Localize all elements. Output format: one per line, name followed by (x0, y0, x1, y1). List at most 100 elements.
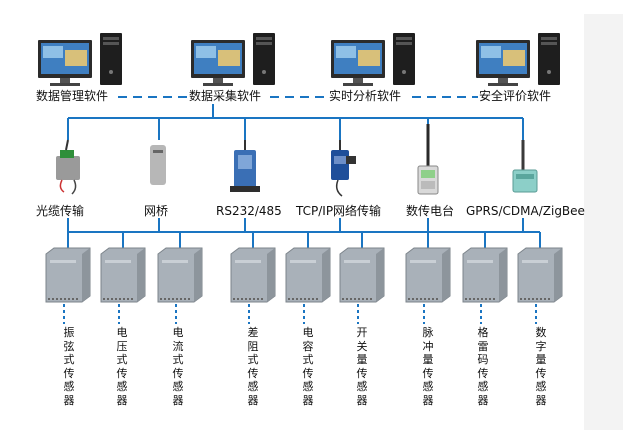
computer-icon-3 (331, 33, 415, 86)
cabinet-label-plate (50, 260, 76, 263)
monitor-stand (213, 78, 223, 83)
device-label-optical-cable: 光缆传输 (36, 204, 85, 218)
cabinet-side (267, 248, 275, 302)
device-label-rs232-485: RS232/485 (216, 204, 282, 218)
device-panel (238, 155, 252, 169)
sensor-cabinet-icon-3 (157, 247, 203, 324)
device-slot (153, 150, 163, 153)
screen-window (218, 50, 240, 66)
page-margin (584, 14, 623, 430)
software-label-data-acquisition: 数据采集软件 (189, 89, 262, 103)
software-label-safety-evaluation: 安全评价软件 (479, 89, 552, 103)
tower-button (547, 70, 551, 74)
tower-drive (256, 37, 272, 40)
cabinet-label-plate (410, 260, 436, 263)
device-body (512, 169, 538, 193)
sensor-cabinet-icon-7 (405, 247, 451, 324)
radio-display (421, 170, 435, 178)
tower-button (109, 70, 113, 74)
device-port (346, 156, 356, 164)
sensor-cabinet-icon-4 (230, 247, 276, 324)
device-panel (334, 156, 346, 164)
tower-button (402, 70, 406, 74)
data-radio-device-icon (417, 124, 439, 195)
cabinet-label-plate (522, 260, 548, 263)
monitor-base (488, 83, 518, 86)
monitor-stand (353, 78, 363, 83)
sensor-label-vibrating-wire: 振 弦 式 传 感 器 (63, 326, 75, 407)
device-wire (335, 179, 343, 197)
device-label-bridge: 网桥 (144, 204, 169, 218)
device-body (150, 145, 166, 185)
cabinet-label-plate (162, 260, 188, 263)
screen-window (503, 50, 525, 66)
cabinet-side (442, 248, 450, 302)
monitor-base (203, 83, 233, 86)
cabinet-label-plate (344, 260, 370, 263)
sensor-label-digital: 数 字 量 传 感 器 (535, 326, 547, 407)
sensor-label-capacitive: 电 容 式 传 感 器 (302, 326, 314, 407)
screen-window (196, 46, 216, 58)
computer-icon-2 (191, 33, 275, 86)
cabinet-label-plate (235, 260, 261, 263)
gprs-cdma-zigbee-device-icon (512, 140, 538, 193)
device-label-data-radio: 数传电台 (406, 204, 455, 218)
device-cable (65, 139, 69, 151)
device-body (331, 150, 349, 180)
tower-drive (103, 37, 119, 40)
computer-icon-4 (476, 33, 560, 86)
sensor-cabinet-icon-1 (45, 247, 91, 324)
device-panel (516, 174, 534, 179)
sensor-label-differential-resistance: 差 阻 式 传 感 器 (247, 326, 259, 407)
rs232-485-device-icon (230, 140, 260, 192)
sensor-cabinet-icon-8 (462, 247, 508, 324)
sensor-label-gray-code: 格 雷 码 传 感 器 (477, 326, 489, 407)
tower-drive (256, 42, 272, 45)
optical-cable-device-icon (56, 139, 80, 195)
sensor-label-pulse: 脉 冲 量 传 感 器 (422, 326, 434, 407)
sensor-label-switch: 开 关 量 传 感 器 (356, 326, 368, 407)
tower-case (100, 33, 122, 85)
cabinet-side (322, 248, 330, 302)
device-label-tcpip: TCP/IP网络传输 (296, 204, 382, 218)
tower-drive (541, 42, 557, 45)
screen-window (481, 46, 501, 58)
device-board (60, 150, 74, 158)
sensor-cabinet-icon-9 (517, 247, 563, 324)
cabinet-label-plate (290, 260, 316, 263)
cabinet-label-plate (467, 260, 493, 263)
monitor-base (343, 83, 373, 86)
monitor-stand (498, 78, 508, 83)
sensor-cabinet-icon-2 (100, 247, 146, 324)
device-label-gprs-cdma-zigbee: GPRS/CDMA/ZigBee (466, 204, 585, 218)
tower-case (393, 33, 415, 85)
cabinet-side (376, 248, 384, 302)
tower-drive (103, 42, 119, 45)
tower-case (538, 33, 560, 85)
radio-keys (421, 181, 435, 189)
cabinet-label-plate (105, 260, 131, 263)
device-wire (71, 179, 77, 195)
cabinet-side (82, 248, 90, 302)
software-label-data-management: 数据管理软件 (36, 89, 109, 103)
bridge-device-icon (150, 145, 166, 185)
cabinet-side (137, 248, 145, 302)
tower-case (253, 33, 275, 85)
monitor-base (50, 83, 80, 86)
screen-window (43, 46, 63, 58)
cabinet-side (194, 248, 202, 302)
cabinet-side (554, 248, 562, 302)
tower-drive (541, 37, 557, 40)
cabinet-side (499, 248, 507, 302)
device-wire (59, 179, 65, 193)
sensor-cabinet-icon-6 (339, 247, 385, 324)
tower-button (262, 70, 266, 74)
screen-window (65, 50, 87, 66)
sensor-cabinet-icon-5 (285, 247, 331, 324)
device-terminal (230, 186, 260, 192)
computer-icon-1 (38, 33, 122, 86)
software-label-realtime-analysis: 实时分析软件 (329, 89, 402, 103)
sensor-label-current: 电 流 式 传 感 器 (172, 326, 184, 407)
tcpip-device-icon (331, 140, 356, 197)
